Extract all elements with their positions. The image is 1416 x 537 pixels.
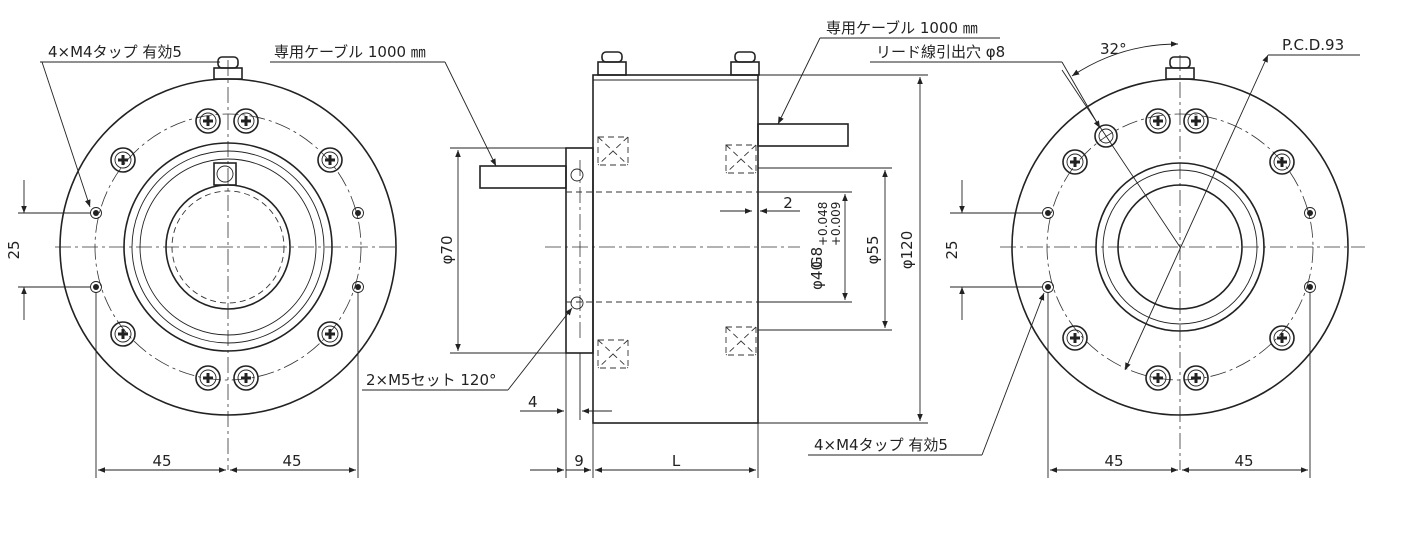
rear-dim-45-left: 45	[1104, 452, 1123, 470]
rear-tap-leader	[981, 292, 1045, 456]
front-pcd-circle	[94, 113, 362, 381]
side-dim-phi40: φ40	[808, 261, 826, 290]
rear-bolt-7	[1145, 365, 1171, 391]
side-view: φ70 専用ケーブル 1000 ㎜ 専用ケーブル 1000 ㎜ 2 φ40 G8…	[270, 19, 1000, 478]
front-view: 4×M4タップ 有効5 25 45 45	[5, 43, 397, 478]
side-cable-right-leader	[777, 37, 821, 125]
side-top-connector-2	[730, 51, 760, 76]
front-tap-1	[90, 207, 102, 219]
side-set-screw-1	[570, 168, 584, 182]
front-bolt-1	[195, 108, 221, 134]
front-tap-leader	[41, 61, 91, 208]
rear-lead-hole	[1094, 124, 1118, 148]
front-bolt-6	[317, 321, 343, 347]
side-dim-g8: G8	[808, 247, 826, 268]
front-dim-25: 25	[5, 240, 23, 259]
rear-angle-arc	[1071, 41, 1179, 77]
rear-bolt-8	[1183, 365, 1209, 391]
rear-bolt-2	[1183, 108, 1209, 134]
front-bolt-8	[233, 365, 259, 391]
front-ring-outer	[123, 142, 333, 352]
front-bolt-5	[110, 321, 136, 347]
rear-dim-45-right: 45	[1234, 452, 1253, 470]
front-bolt-3	[110, 147, 136, 173]
side-bearing-2	[725, 144, 757, 174]
side-cable-right-label: 専用ケーブル 1000 ㎜	[826, 19, 978, 37]
rear-bolt-1	[1145, 108, 1171, 134]
rear-tap-3	[1042, 281, 1054, 293]
side-flange	[565, 147, 594, 354]
side-dim-4: 4	[528, 393, 538, 411]
side-bearing-4	[725, 326, 757, 356]
side-cable-right	[757, 123, 849, 147]
rear-view: リード線引出穴 φ8 32° P.C.D.93 25 4×M4タップ 有効5 4…	[808, 36, 1365, 478]
front-ring-mid	[131, 150, 325, 344]
front-key-hole	[216, 165, 234, 183]
rear-dim-25: 25	[943, 240, 961, 259]
front-top-connector	[213, 56, 243, 80]
front-ring-inner	[139, 158, 317, 336]
rear-pcd-leader	[1124, 54, 1269, 371]
front-bolt-7	[195, 365, 221, 391]
front-dim-45-right: 45	[282, 452, 301, 470]
side-dim-9: 9	[574, 452, 584, 470]
rear-angle-label: 32°	[1100, 40, 1127, 58]
side-dim-L: L	[672, 452, 681, 470]
rear-tap-4	[1304, 281, 1316, 293]
side-set-screw-2	[570, 296, 584, 310]
rear-bolt-5	[1062, 325, 1088, 351]
front-bore-hidden	[171, 190, 285, 304]
side-cable-left-label: 専用ケーブル 1000 ㎜	[274, 43, 426, 61]
rear-bolt-3	[1062, 149, 1088, 175]
side-dim-tol-lower: +0.009	[829, 202, 843, 246]
side-set-screw-leader	[507, 307, 573, 391]
rear-bolt-6	[1269, 325, 1295, 351]
front-tap-4	[352, 281, 364, 293]
front-bolt-2	[233, 108, 259, 134]
front-tap-label: 4×M4タップ 有効5	[48, 43, 182, 61]
rear-tap-label: 4×M4タップ 有効5	[814, 436, 948, 454]
side-set-screw-label: 2×M5セット 120°	[366, 371, 497, 389]
side-body	[592, 74, 759, 424]
rear-bolt-4	[1269, 149, 1295, 175]
side-dim-phi70: φ70	[438, 236, 456, 265]
side-dim-phi120: φ120	[898, 231, 916, 270]
side-cable-left-leader	[444, 61, 497, 167]
side-bearing-1	[597, 136, 629, 166]
front-tap-3	[90, 281, 102, 293]
side-top-connector-1	[597, 51, 627, 76]
front-tap-2	[352, 207, 364, 219]
front-dim-45-left: 45	[152, 452, 171, 470]
rear-tap-1	[1042, 207, 1054, 219]
side-dim-2: 2	[783, 194, 793, 212]
rear-lead-hole-label: リード線引出穴 φ8	[876, 43, 1005, 61]
side-dim-tol-upper: +0.048	[816, 202, 830, 246]
front-key-slot	[213, 162, 237, 186]
side-cable-left	[479, 165, 567, 189]
side-bearing-3	[597, 339, 629, 369]
front-bolt-4	[317, 147, 343, 173]
rear-tap-2	[1304, 207, 1316, 219]
rear-pcd-label: P.C.D.93	[1282, 36, 1344, 54]
side-dim-phi55: φ55	[864, 236, 882, 265]
